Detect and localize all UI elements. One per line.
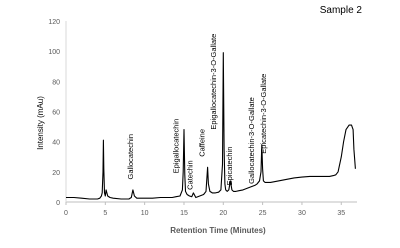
- peak-label: Epigallocatechin-3-O-Gallate: [209, 34, 218, 130]
- peak-label: Epigallocatechin: [172, 119, 181, 174]
- y-tick-label: 60: [52, 110, 60, 117]
- x-tick-label: 20: [219, 210, 227, 217]
- y-axis-label: Intensity (mAu): [36, 96, 45, 150]
- peak-label: Epicatechin: [225, 147, 234, 186]
- x-tick-label: 10: [141, 210, 149, 217]
- y-tick-label: 100: [48, 49, 60, 56]
- x-tick-label: 30: [298, 210, 306, 217]
- peak-label: Gallocatechin-3-O-Gallate: [247, 97, 256, 184]
- axes: 0 20 40 60 80 100 120 0 5 10 15 20 25 30 35: [48, 19, 357, 217]
- y-tick-label: 120: [48, 19, 60, 26]
- x-axis-label: Retention Time (Minutes): [170, 226, 266, 235]
- x-tick-label: 25: [259, 210, 267, 217]
- series-line-0: [66, 52, 356, 200]
- x-tick-label: 5: [103, 210, 107, 217]
- peak-label: Catechin: [186, 160, 195, 190]
- x-tick-label: 15: [180, 210, 188, 217]
- peak-label: Epicatechin-3-O-Gallate: [259, 74, 268, 154]
- sample-label: Sample 2: [319, 5, 362, 16]
- y-tick-label: 40: [52, 140, 60, 147]
- y-tick-label: 20: [52, 170, 60, 177]
- peak-labels: Gallocatechin EpigallocatechinCatechinCaf…: [126, 34, 268, 190]
- peak-label: Caffeine: [197, 129, 206, 157]
- peak-label: Gallocatechin: [126, 134, 135, 179]
- y-tick-label: 80: [52, 79, 60, 86]
- x-tick-label: 0: [64, 210, 68, 217]
- plot-area: [66, 52, 356, 200]
- x-tick-label: 35: [337, 210, 345, 217]
- y-tick-label: 0: [56, 200, 60, 207]
